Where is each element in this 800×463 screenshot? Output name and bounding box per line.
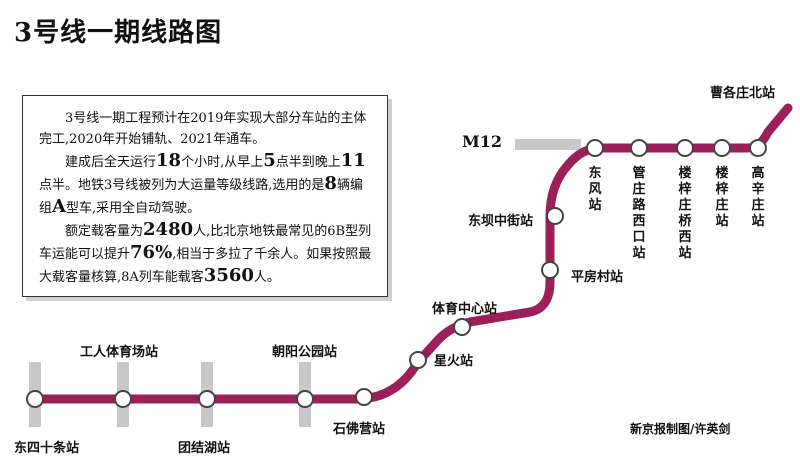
- station-marker-gaoxinzhuang[interactable]: [749, 139, 767, 157]
- station-label-chaoyanggongyuan: 朝阳公园站: [272, 345, 338, 360]
- info-paragraph-1: 3号线一期工程预计在2019年实现大部分车站的主体完工,2020年开始铺轨、20…: [39, 111, 367, 147]
- station-label-dongbazhongjie: 东坝中街站: [468, 214, 534, 229]
- map-credit: 新京报制图/许英剑: [630, 422, 731, 436]
- station-label-shifoying: 石佛营站: [333, 422, 386, 437]
- station-marker-chaoyanggongyuan[interactable]: [296, 390, 314, 408]
- station-label-xinghuo: 星火站: [434, 354, 474, 369]
- station-marker-xinghuo[interactable]: [409, 351, 427, 369]
- station-marker-guanzhuanglu[interactable]: [630, 139, 648, 157]
- station-label-louzizhuang: 楼梓庄站: [715, 166, 729, 229]
- station-label-gaoxinzhuang: 高辛庄站: [751, 166, 765, 229]
- station-marker-pingfangcun[interactable]: [541, 261, 559, 279]
- info-paragraph-3: 额定载客量为2480人,比北京地铁最常见的6B型列车运能可以提升76%,相当于多…: [39, 219, 372, 286]
- station-label-guanzhuanglu: 管庄路西口站: [632, 166, 646, 261]
- station-marker-louzizhuang[interactable]: [713, 139, 731, 157]
- station-label-caogezhuangbei: 曹各庄北站: [710, 86, 776, 101]
- station-label-tiyuzhongxin: 体育中心站: [432, 302, 498, 317]
- station-marker-tiyuzhongxin[interactable]: [453, 318, 471, 336]
- station-label-gongrentiyuchang: 工人体育场站: [80, 345, 159, 360]
- station-label-pingfangcun: 平房村站: [571, 270, 624, 285]
- m12-transfer-label: M12: [462, 132, 502, 151]
- station-marker-dongbazhongjie[interactable]: [546, 207, 564, 225]
- station-label-dongsishitiao: 东四十条站: [14, 441, 80, 456]
- station-marker-dongsishitiao[interactable]: [26, 390, 44, 408]
- station-marker-dongfeng[interactable]: [586, 139, 604, 157]
- station-marker-tuanjiehu[interactable]: [198, 390, 216, 408]
- station-label-louziqiao: 楼梓庄桥西站: [678, 166, 692, 261]
- map-title: 3号线一期线路图: [14, 18, 223, 48]
- station-label-tuanjiehu: 团结湖站: [178, 441, 231, 456]
- station-marker-gongrentiyuchang[interactable]: [114, 390, 132, 408]
- info-box: 3号线一期工程预计在2019年实现大部分车站的主体完工,2020年开始铺轨、20…: [22, 95, 388, 297]
- m12-transfer-bar: [515, 139, 581, 150]
- station-label-dongfeng: 东风站: [588, 166, 602, 213]
- info-paragraph-2: 建成后全天运行18个小时,从早上5点半到晚上11点半。地铁3号线被列为大运量等级…: [39, 150, 366, 217]
- station-marker-louziqiao[interactable]: [676, 139, 694, 157]
- station-marker-shifoying[interactable]: [355, 388, 373, 406]
